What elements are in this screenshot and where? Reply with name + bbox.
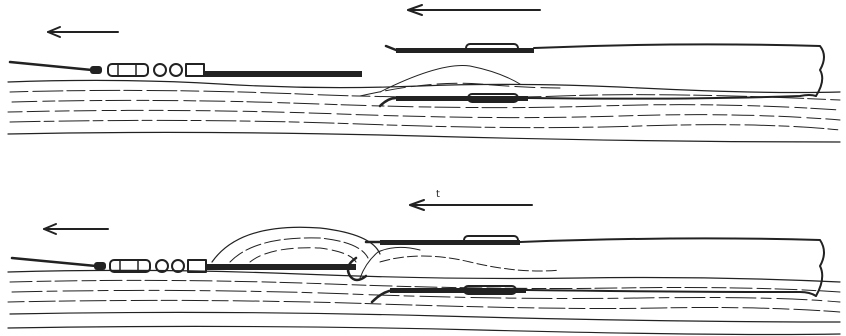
- cable-bottom: [12, 258, 356, 272]
- left-arrow-icon: [44, 224, 108, 234]
- upper-arrow-icon: [408, 5, 540, 15]
- cable-top: [10, 62, 362, 77]
- loop-tool-top: [380, 44, 824, 106]
- arrow-label: t: [436, 189, 440, 200]
- upper-arrow-icon: t: [410, 189, 532, 210]
- fiber-heave: [212, 227, 560, 278]
- wood-grain-bottom: [8, 270, 840, 334]
- panel-bottom: t: [8, 189, 840, 335]
- loop-tool-bottom: [348, 236, 824, 302]
- left-arrow-icon: [48, 27, 118, 37]
- panel-top: [8, 5, 840, 142]
